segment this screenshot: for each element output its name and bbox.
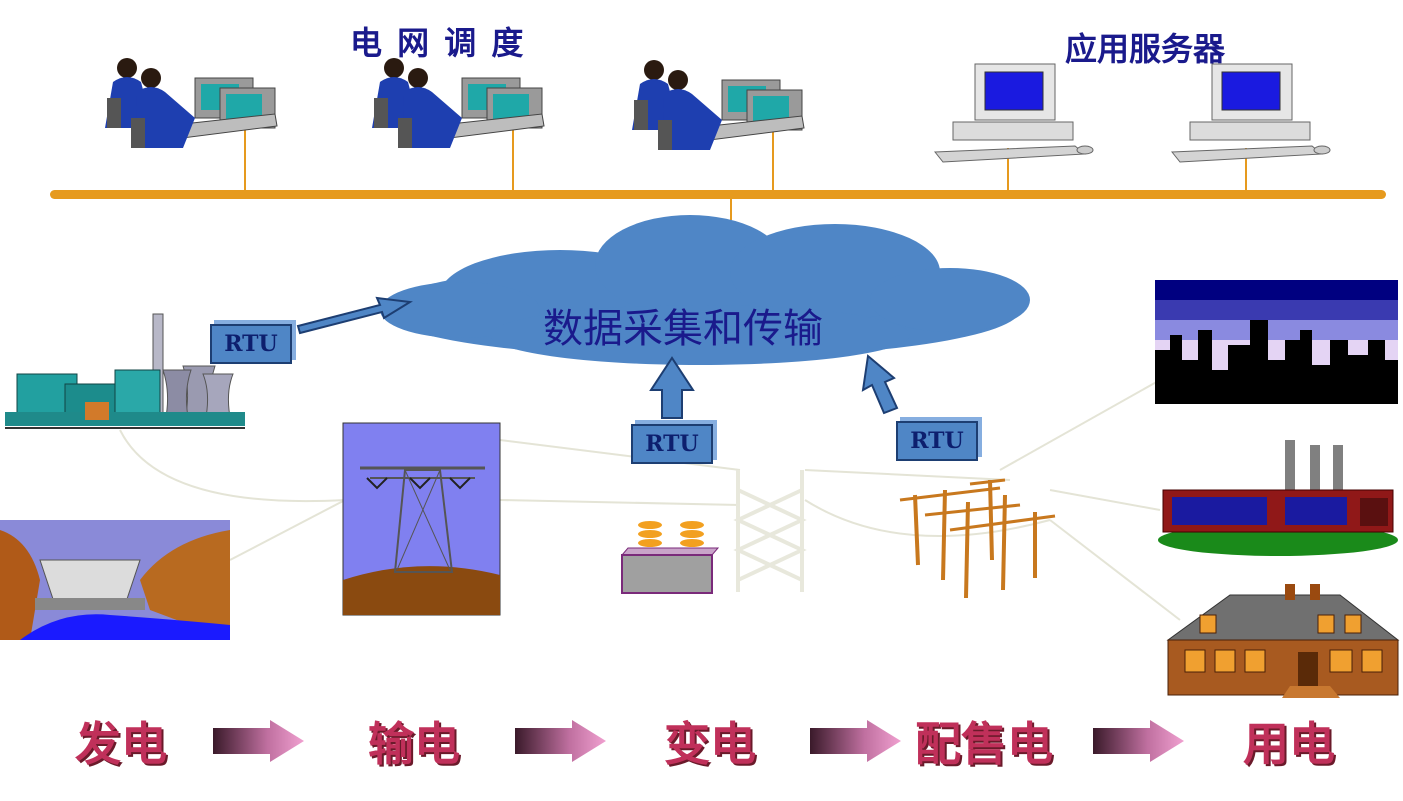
server-computer: [933, 63, 1094, 163]
data-cloud: [380, 215, 1030, 365]
substation: [620, 470, 807, 594]
arrow-icon: [649, 356, 695, 419]
power-plant: [5, 313, 245, 429]
operator-workstation: [632, 60, 805, 150]
stage-transmission: 输电: [368, 717, 460, 771]
operator-workstation: [105, 58, 278, 148]
network-bus: [50, 190, 1386, 199]
arrow-icon: [861, 354, 899, 415]
stage-generation: 发电: [75, 717, 167, 771]
flow-arrow-icon: [1093, 720, 1184, 762]
factory: [1158, 440, 1398, 556]
city-skyline: [1155, 280, 1398, 404]
distribution-poles: [899, 478, 1056, 599]
rtu-box-substation: RTU: [631, 424, 713, 464]
arrow-icon: [296, 296, 413, 335]
flow-arrow-icon: [515, 720, 606, 762]
operator-workstation: [372, 58, 545, 148]
power-lines: [119, 379, 1181, 621]
server-computer: [1170, 63, 1331, 163]
dispatch-title: 电 网 调 度: [350, 24, 526, 62]
hydro-dam: [0, 520, 230, 640]
rtu-box-distribution: RTU: [896, 421, 978, 461]
flow-arrow-icon: [213, 720, 304, 762]
flow-arrow-icon: [810, 720, 901, 762]
rtu-box-generation: RTU: [210, 324, 292, 364]
house: [1166, 584, 1400, 698]
stage-distribution: 配售电: [915, 717, 1053, 771]
transmission-tower: [342, 422, 501, 616]
stage-consumption: 用电: [1243, 717, 1335, 771]
cloud-label: 数据采集和传输: [543, 306, 823, 352]
server-title: 应用服务器: [1065, 30, 1226, 68]
stage-transformation: 变电: [664, 717, 756, 771]
